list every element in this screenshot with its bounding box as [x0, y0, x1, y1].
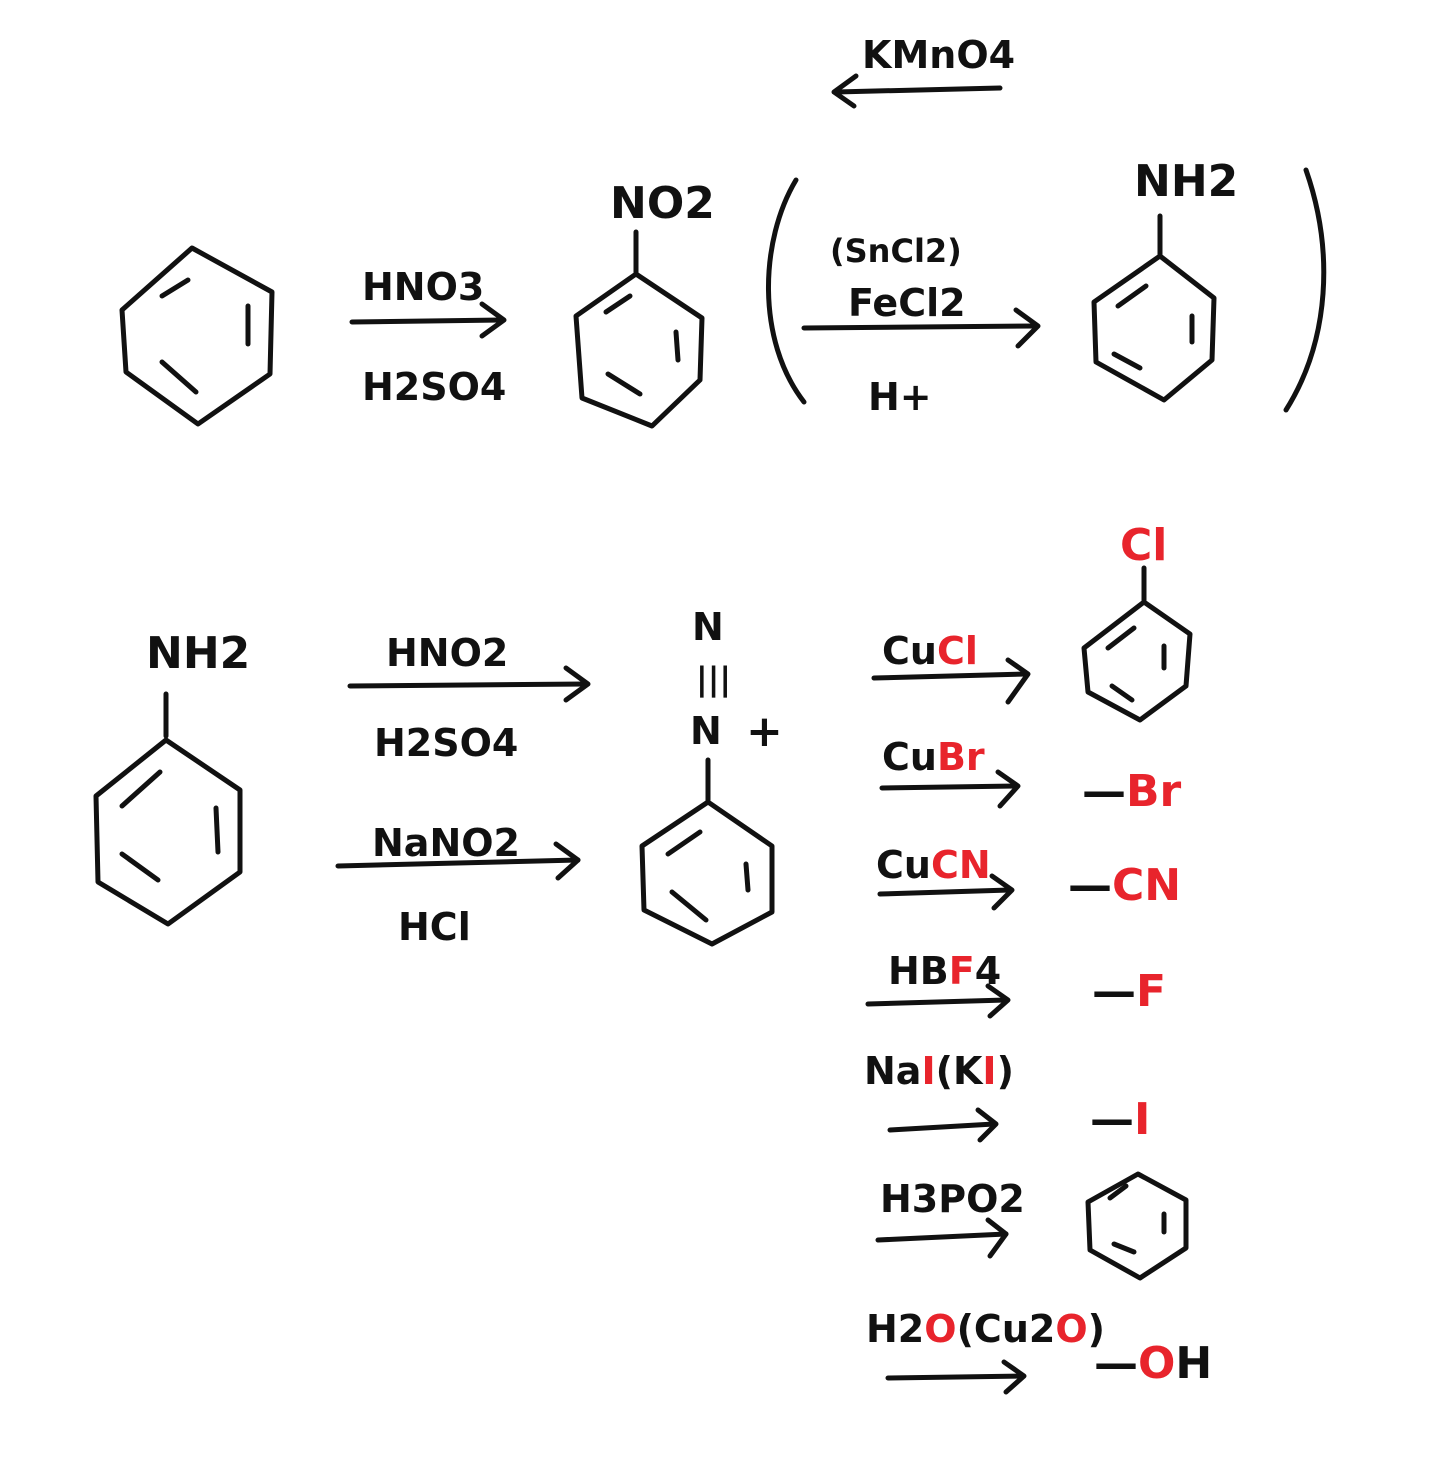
- diazotization-arrow-2: [335, 841, 581, 881]
- benzene-ring-product: [1085, 1171, 1189, 1281]
- hno2-label: HNO2: [386, 631, 508, 675]
- h3po2-arrow: [875, 1217, 1009, 1259]
- h2so4-label-bottom: H2SO4: [374, 721, 518, 765]
- h3po2-label: H3PO2: [880, 1177, 1025, 1221]
- nitration-arrow: [349, 301, 507, 339]
- diazo-triple-bond: |||: [696, 660, 731, 699]
- hbf4-arrow: [865, 983, 1011, 1019]
- hno3-label: HNO3: [362, 265, 484, 309]
- diazo-n-bottom: N: [690, 709, 722, 753]
- h-plus-label: H+: [868, 375, 932, 419]
- aniline-ring-top: [1091, 213, 1217, 403]
- h2o-label: H2O(Cu2O): [866, 1307, 1105, 1351]
- nai-arrow: [887, 1107, 999, 1143]
- no2-group-label: NO2: [610, 178, 715, 229]
- diazotization-arrow-1: [347, 665, 591, 703]
- diazonium-ring: [639, 757, 775, 947]
- diazo-charge: +: [746, 706, 783, 757]
- f-substituent: —F: [1092, 966, 1166, 1017]
- fecl2-label: FeCl2: [848, 281, 966, 325]
- right-parenthesis: [1283, 167, 1327, 413]
- nitrobenzene-ring: [573, 229, 705, 429]
- i-substituent: —I: [1090, 1094, 1150, 1145]
- left-parenthesis: [766, 177, 807, 405]
- kmno4-reverse-arrow: [831, 73, 1003, 109]
- nh2-group-top: NH2: [1134, 156, 1238, 207]
- cucl-arrow: [871, 657, 1031, 705]
- h2so4-label-top: H2SO4: [362, 365, 506, 409]
- reduction-arrow: [801, 307, 1041, 349]
- cucn-label: CuCN: [876, 843, 991, 887]
- cn-substituent: —CN: [1068, 860, 1181, 911]
- hcl-label: HCl: [398, 905, 471, 949]
- nano2-label: NaNO2: [372, 821, 520, 865]
- diazo-n-top: N: [692, 605, 724, 649]
- oh-substituent: —OH: [1094, 1338, 1212, 1389]
- benzene-ring-1: [119, 245, 275, 427]
- nai-label: NaI(KI): [864, 1049, 1014, 1093]
- chlorobenzene-ring: [1081, 565, 1193, 723]
- nh2-group-bottom: NH2: [146, 628, 250, 679]
- br-substituent: —Br: [1082, 766, 1182, 817]
- aniline-ring-bottom: [93, 691, 243, 927]
- kmno4-label: KMnO4: [862, 33, 1015, 77]
- h2o-arrow: [885, 1359, 1027, 1395]
- cl-substituent: Cl: [1120, 520, 1167, 571]
- cucl-label: CuCl: [882, 629, 978, 673]
- sncl2-label: (SnCl2): [830, 232, 962, 270]
- cucn-arrow: [877, 873, 1015, 911]
- hbf4-label: HBF4: [888, 949, 1001, 993]
- cubr-arrow: [879, 769, 1021, 809]
- cubr-label: CuBr: [882, 735, 985, 779]
